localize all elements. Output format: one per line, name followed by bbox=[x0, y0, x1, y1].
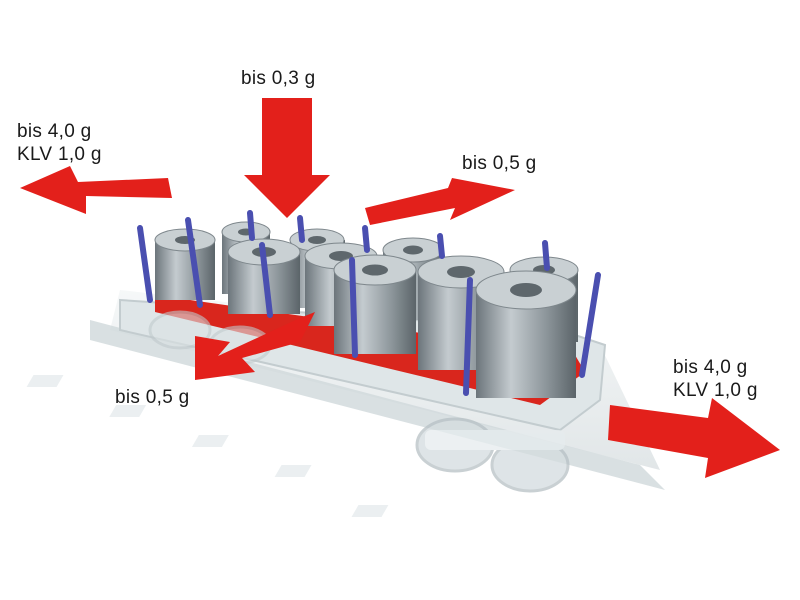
bogie-frame bbox=[425, 430, 565, 450]
stake bbox=[579, 272, 601, 378]
stake bbox=[463, 277, 473, 396]
label-lateral-lower-text: bis 0,5 g bbox=[115, 387, 190, 408]
force-arrows bbox=[20, 98, 780, 478]
bogie-front bbox=[415, 417, 570, 493]
label-lateral-upper-text: bis 0,5 g bbox=[462, 153, 537, 174]
label-vertical-force-text: bis 0,3 g bbox=[241, 68, 316, 89]
label-longitudinal-left-line1: bis 4,0 g bbox=[17, 121, 92, 142]
stakes bbox=[137, 210, 601, 396]
coil bbox=[475, 270, 577, 398]
label-longitudinal-left: bis 4,0 g KLV 1,0 g bbox=[17, 120, 102, 166]
sleepers bbox=[26, 375, 389, 517]
sleeper bbox=[109, 405, 147, 417]
sleeper bbox=[351, 505, 389, 517]
stake bbox=[542, 240, 550, 271]
coil bbox=[154, 228, 216, 300]
arrow-left bbox=[20, 166, 172, 214]
sleeper bbox=[191, 435, 229, 447]
stake bbox=[247, 210, 255, 241]
arrow-down bbox=[244, 98, 330, 218]
sleeper bbox=[26, 375, 64, 387]
label-longitudinal-right: bis 4,0 g KLV 1,0 g bbox=[673, 356, 758, 402]
label-longitudinal-right-line1: bis 4,0 g bbox=[673, 357, 748, 378]
stake bbox=[259, 242, 273, 318]
stake bbox=[349, 257, 358, 358]
stake bbox=[185, 217, 203, 308]
stake bbox=[362, 225, 370, 253]
label-lateral-lower: bis 0,5 g bbox=[115, 386, 190, 409]
label-lateral-upper: bis 0,5 g bbox=[462, 152, 537, 175]
coil bbox=[333, 254, 417, 354]
arrow-upper-right bbox=[365, 178, 515, 225]
coil-cargo bbox=[154, 221, 579, 398]
arrow-lower-left bbox=[195, 312, 315, 380]
stake bbox=[137, 225, 153, 303]
label-vertical-force: bis 0,3 g bbox=[241, 67, 316, 90]
stake bbox=[297, 215, 305, 243]
sleeper bbox=[274, 465, 312, 477]
label-longitudinal-right-line2: KLV 1,0 g bbox=[673, 380, 758, 401]
stake bbox=[437, 233, 445, 259]
label-longitudinal-left-line2: KLV 1,0 g bbox=[17, 144, 102, 165]
arrow-right bbox=[608, 398, 780, 478]
